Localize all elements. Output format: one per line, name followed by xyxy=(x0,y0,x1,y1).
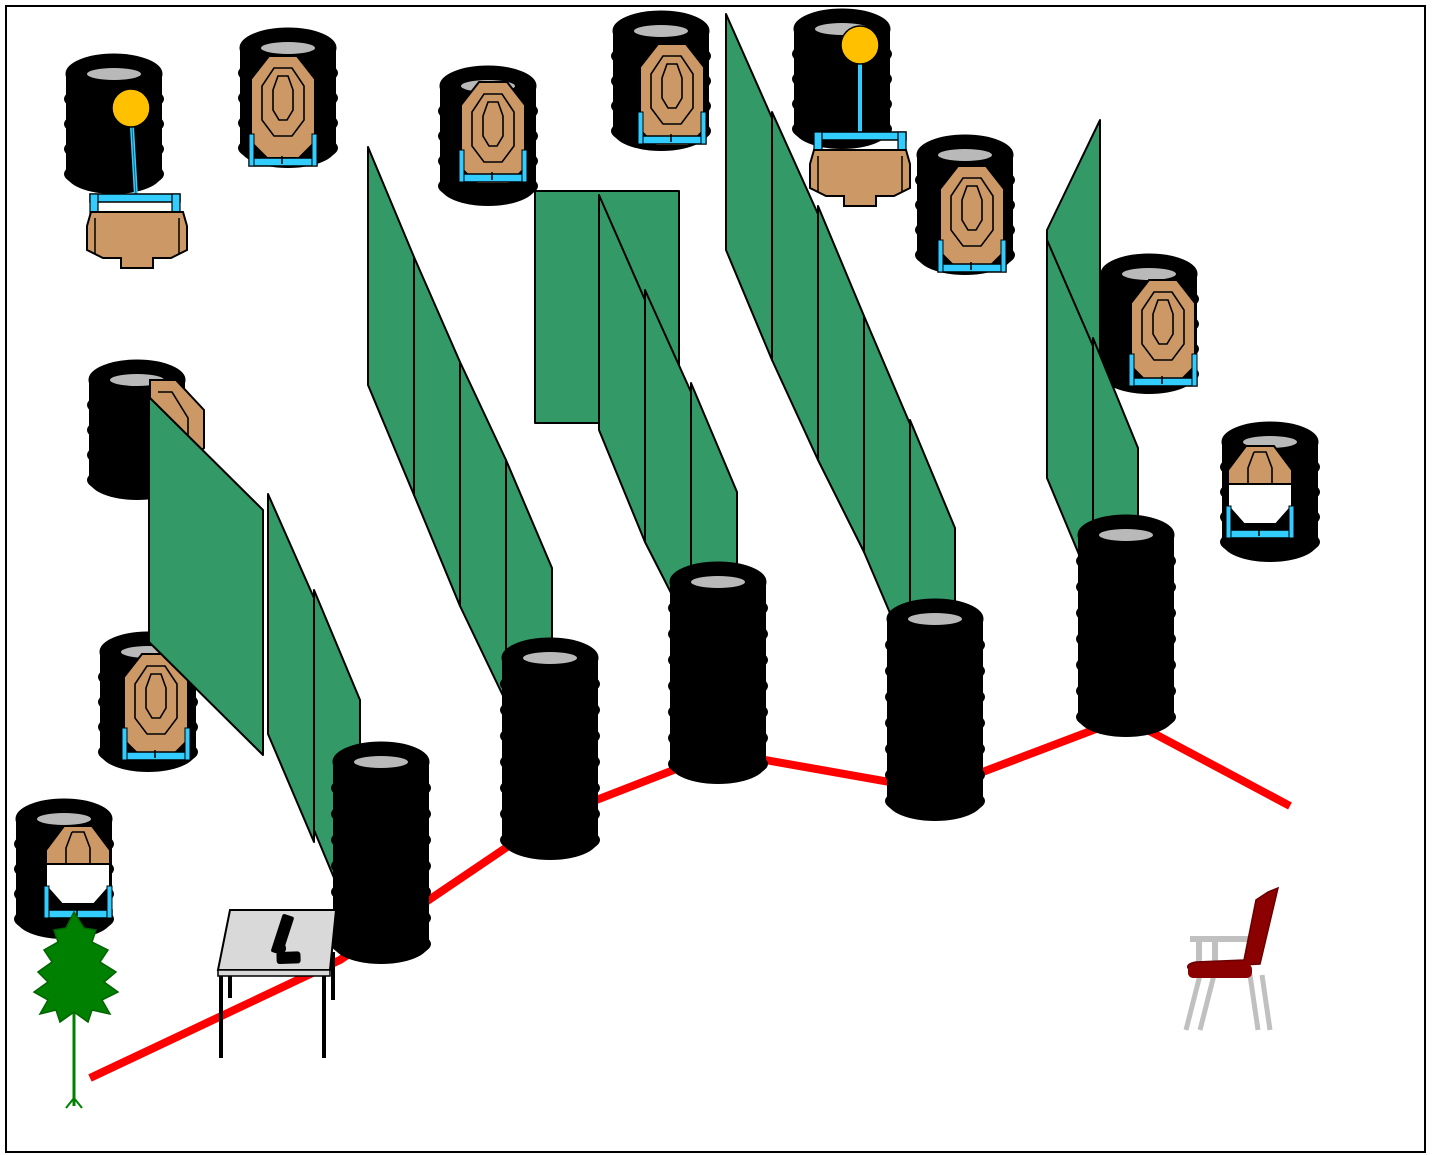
barrel-stack-1 xyxy=(331,742,431,964)
paper-target-3 xyxy=(638,44,706,146)
paper-target-5 xyxy=(1129,280,1197,386)
paper-target-4 xyxy=(938,166,1006,272)
barrel-stack-2 xyxy=(500,638,600,860)
barrel-stack-5 xyxy=(1076,515,1176,737)
paper-target-2 xyxy=(459,82,527,184)
barrel-stack-4 xyxy=(885,599,985,821)
barrel-target-5 xyxy=(792,9,892,149)
paper-target-1 xyxy=(249,56,317,166)
barrel-stack-3 xyxy=(668,562,768,784)
barrel-target-1 xyxy=(64,54,164,194)
